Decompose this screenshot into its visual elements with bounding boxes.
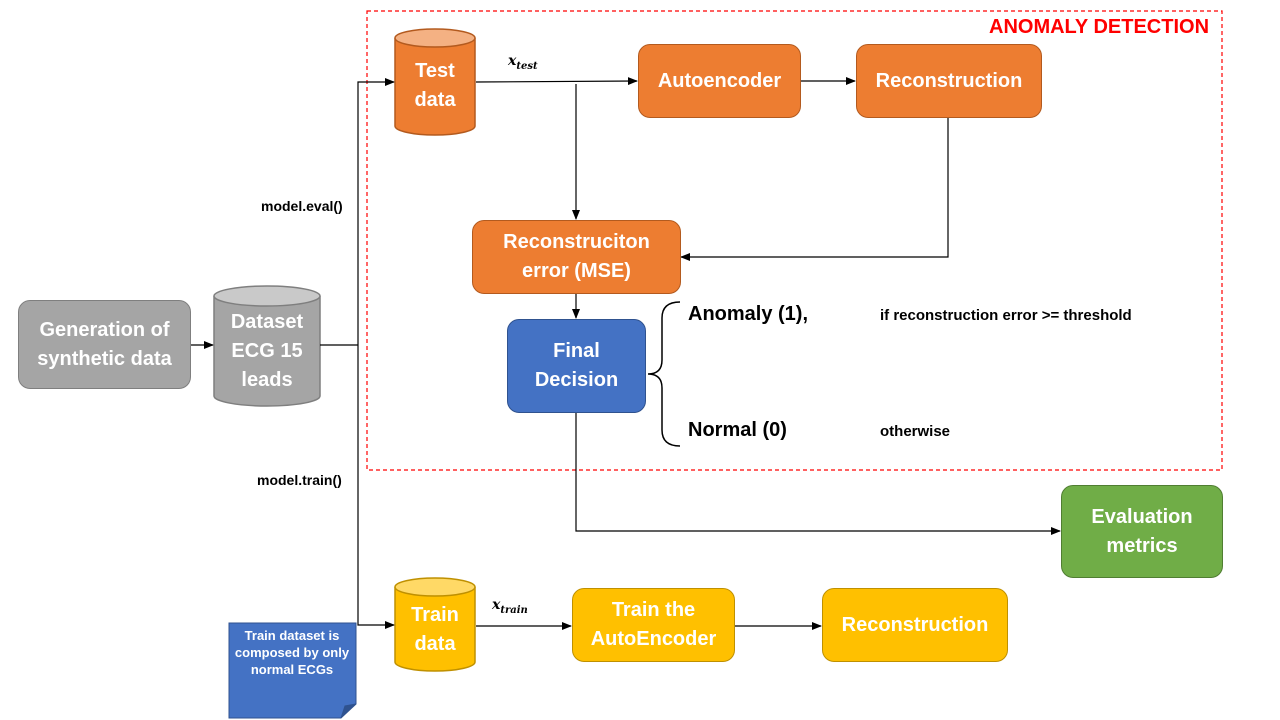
autoencoder-label: Autoencoder: [657, 69, 782, 92]
final-decision-line2: Decision: [534, 369, 619, 391]
dataset-line1: Dataset: [230, 310, 304, 333]
test-data-line1: Test: [415, 60, 455, 82]
anomaly-detection-title: ANOMALY DETECTION: [989, 16, 1210, 38]
anomaly-case-condition: if reconstruction error >= threshold: [880, 307, 1132, 324]
train-data-cylinder: [394, 577, 476, 672]
generation-node: Generation of synthetic data: [18, 300, 191, 389]
train-data-line1: Train: [411, 604, 459, 626]
train-ae-line2: AutoEncoder: [590, 628, 717, 650]
train-autoencoder-node: Train the AutoEncoder: [572, 588, 735, 662]
x-train-base: x: [492, 597, 501, 613]
recon-error-line1: Reconstruciton: [503, 231, 650, 253]
reconstruction-top-label: Reconstruction: [875, 69, 1023, 92]
final-decision-line1: Final: [553, 340, 600, 362]
autoencoder-node: Autoencoder: [638, 44, 801, 118]
train-data-line2: data: [414, 633, 456, 655]
edge-reconstruction-to-error: [680, 118, 949, 261]
dataset-node: Dataset ECG 15 leads: [214, 306, 320, 396]
reconstruction-error-node: Reconstruciton error (MSE): [472, 220, 681, 294]
model-eval-label: model.eval(): [261, 198, 343, 214]
train-data-node: Train data: [395, 600, 475, 660]
train-ae-line1: Train the: [611, 599, 696, 621]
decision-brace: [647, 301, 681, 447]
x-test-sub: test: [516, 60, 538, 72]
dataset-line2: ECG 15: [231, 339, 303, 362]
edge-test-to-autoencoder: [475, 77, 638, 86]
generation-line1: Generation of: [39, 318, 170, 341]
x-test-label: xtest: [508, 53, 538, 72]
recon-error-line2: error (MSE): [522, 260, 631, 282]
x-train-sub: train: [500, 604, 528, 616]
normal-case-condition: otherwise: [880, 423, 951, 440]
edge-dataset-to-train: [357, 345, 395, 629]
dataset-cylinder: [213, 285, 321, 407]
model-train-label: model.train(): [257, 472, 342, 488]
reconstruction-bottom-label: Reconstruction: [841, 613, 989, 636]
edge-dataset-to-test: [357, 78, 395, 345]
test-data-cylinder: [394, 28, 476, 136]
x-test-base: x: [508, 53, 517, 69]
evaluation-line2: metrics: [1106, 534, 1178, 557]
test-data-line2: data: [414, 89, 456, 111]
evaluation-line1: Evaluation: [1091, 505, 1193, 528]
generation-line2: synthetic data: [37, 347, 172, 370]
anomaly-detection-region: [366, 10, 1223, 471]
test-data-node: Test data: [395, 56, 475, 116]
final-decision-node: Final Decision: [507, 319, 646, 413]
train-dataset-note: Train dataset is composed by only normal…: [234, 628, 350, 677]
anomaly-case-label: Anomaly (1),: [688, 303, 809, 325]
reconstruction-top-node: Reconstruction: [856, 44, 1042, 118]
x-train-label: xtrain: [492, 597, 528, 616]
reconstruction-bottom-node: Reconstruction: [822, 588, 1008, 662]
evaluation-metrics-node: Evaluation metrics: [1061, 485, 1223, 578]
normal-case-label: Normal (0): [688, 419, 787, 441]
dataset-line3: leads: [241, 368, 293, 391]
edge-decision-to-evaluation: [575, 412, 1061, 535]
